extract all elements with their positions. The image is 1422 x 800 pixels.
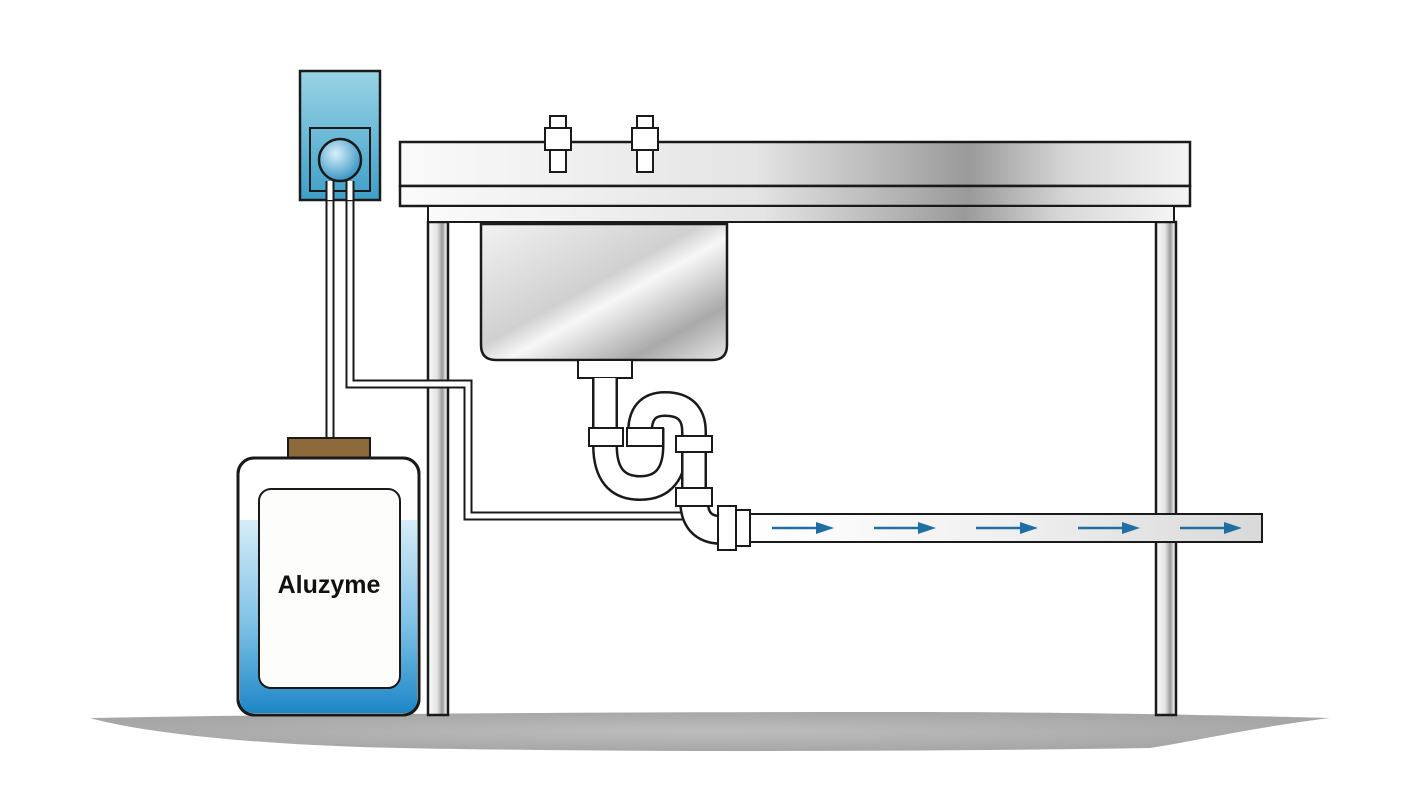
countertop (398, 140, 1192, 188)
tank-label-panel (258, 488, 401, 689)
tank-label: Aluzyme (278, 571, 381, 599)
flow-arrow-icon (1180, 522, 1242, 534)
table-leg-right (1154, 220, 1178, 717)
drain-outlet (577, 359, 633, 379)
flow-arrows (772, 522, 1242, 534)
pump-icon (317, 137, 363, 183)
flow-arrow-icon (772, 522, 834, 534)
flow-arrow-icon (976, 522, 1038, 534)
floor (90, 712, 1330, 751)
pump-faceplate (309, 127, 371, 192)
table-leg-left (426, 220, 450, 717)
tap-icon (544, 115, 572, 173)
p-trap (588, 378, 751, 551)
countertop-edge (398, 184, 1192, 208)
flow-arrow-icon (874, 522, 936, 534)
table-apron (427, 205, 1175, 223)
cap (287, 437, 371, 459)
sink-bowl (479, 222, 729, 362)
tap-icon (631, 115, 659, 173)
flow-arrow-icon (1078, 522, 1140, 534)
